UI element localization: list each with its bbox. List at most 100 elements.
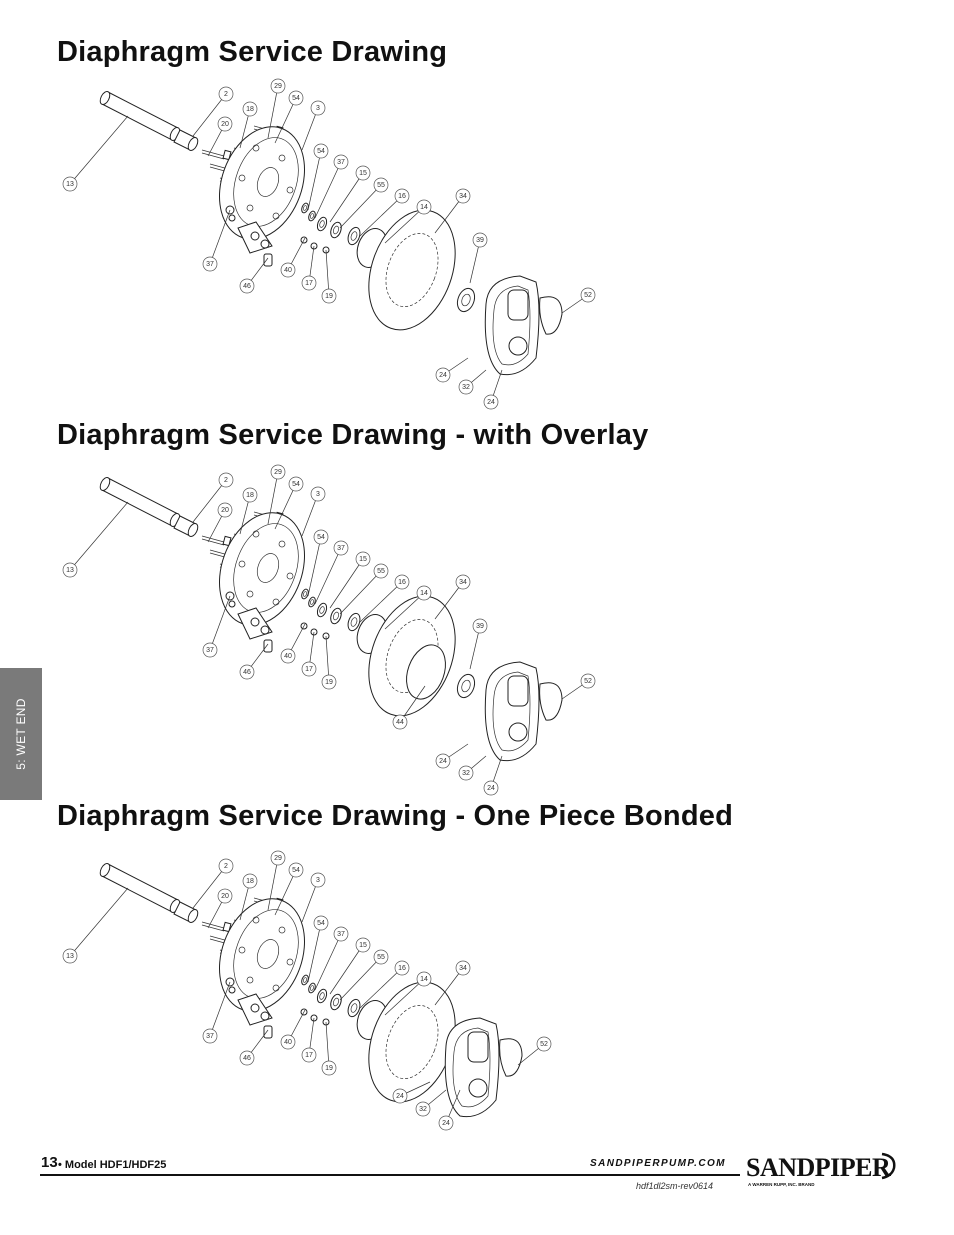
callout-label: 34 [459, 965, 467, 972]
callout-37: 37 [314, 154, 349, 219]
callout-19: 19 [321, 635, 337, 690]
callout-55: 55 [339, 177, 389, 229]
callout-label: 24 [487, 399, 495, 406]
callout-54: 54 [274, 476, 304, 530]
callout-37: 37 [314, 926, 349, 991]
callout-label: 15 [359, 170, 367, 177]
callout-label: 3 [316, 877, 320, 884]
line-art [99, 863, 523, 1118]
revision-code: hdf1dl2sm-rev0614 [636, 1181, 714, 1191]
website-link[interactable]: SANDPIPERPUMP.COM [590, 1158, 726, 1169]
callout-52: 52 [561, 673, 596, 700]
callout-label: 19 [325, 1065, 333, 1072]
callout-13: 13 [62, 501, 129, 578]
callout-40: 40 [280, 1009, 306, 1050]
callout-24: 24 [483, 369, 503, 410]
callout-label: 17 [305, 666, 313, 673]
callout-label: 54 [317, 534, 325, 541]
callout-label: 52 [540, 1041, 548, 1048]
line-art [99, 477, 563, 762]
callout-label: 20 [221, 121, 229, 128]
callout-label: 24 [439, 758, 447, 765]
callout-15: 15 [329, 551, 371, 609]
callout-16: 16 [359, 574, 410, 623]
callout-40: 40 [280, 237, 306, 278]
callout-3: 3 [301, 872, 326, 923]
callout-20: 20 [207, 116, 233, 157]
callout-label: 37 [206, 647, 214, 654]
callout-label: 20 [221, 893, 229, 900]
callout-label: 39 [476, 237, 484, 244]
callout-label: 16 [398, 965, 406, 972]
callout-32: 32 [458, 369, 487, 395]
callout-label: 2 [224, 91, 228, 98]
callout-54: 54 [274, 862, 304, 916]
chapter-tab[interactable]: 5: WET END [0, 668, 42, 800]
callout-label: 37 [337, 545, 345, 552]
callout-18: 18 [239, 873, 258, 921]
callout-label: 46 [243, 283, 251, 290]
outer-plate [456, 287, 476, 313]
callout-14: 14 [384, 199, 432, 244]
callout-46: 46 [239, 1029, 269, 1066]
callout-label: 44 [396, 719, 404, 726]
callout-label: 3 [316, 105, 320, 112]
callout-32: 32 [458, 755, 487, 781]
diaphragm [368, 209, 456, 331]
callout-55: 55 [339, 949, 389, 1001]
callout-label: 40 [284, 267, 292, 274]
callout-3: 3 [301, 100, 326, 151]
callout-label: 20 [221, 507, 229, 514]
callout-34: 34 [434, 188, 471, 234]
exploded-view-one-piece: 2295431820543715551614341352374017194624… [62, 850, 552, 1131]
callout-label: 17 [305, 280, 313, 287]
callout-54: 54 [307, 529, 329, 597]
callout-16: 16 [359, 960, 410, 1009]
callout-20: 20 [207, 502, 233, 543]
callout-label: 13 [66, 953, 74, 960]
callout-39: 39 [469, 618, 488, 670]
callout-14: 14 [384, 585, 432, 630]
callout-label: 18 [246, 492, 254, 499]
section-title-one-piece: Diaphragm Service Drawing - One Piece Bo… [57, 800, 733, 832]
callout-label: 18 [246, 878, 254, 885]
callout-16: 16 [359, 188, 410, 237]
callout-17: 17 [301, 245, 317, 291]
callout-14: 14 [384, 971, 432, 1016]
callout-label: 14 [420, 204, 428, 211]
gasket [499, 1038, 523, 1077]
callout-15: 15 [329, 165, 371, 223]
callout-label: 32 [462, 384, 470, 391]
callout-39: 39 [469, 232, 488, 284]
callout-19: 19 [321, 249, 337, 304]
callout-17: 17 [301, 631, 317, 677]
outer-plate [456, 673, 476, 699]
callout-34: 34 [434, 960, 471, 1006]
callout-18: 18 [239, 101, 258, 149]
callout-37: 37 [202, 595, 231, 658]
callout-label: 24 [396, 1093, 404, 1100]
callout-label: 55 [377, 954, 385, 961]
footer-rule [40, 1174, 740, 1176]
callout-label: 17 [305, 1052, 313, 1059]
callout-label: 32 [462, 770, 470, 777]
section-title-overlay: Diaphragm Service Drawing - with Overlay [57, 419, 649, 451]
callout-label: 14 [420, 976, 428, 983]
callout-2: 2 [192, 858, 234, 909]
callout-24: 24 [392, 1081, 431, 1104]
exploded-view-overlay: 2295431820543715551614341339523740171946… [62, 464, 596, 796]
logo-tagline: A WARREN RUPP, INC. BRAND [748, 1182, 815, 1187]
callout-13: 13 [62, 887, 129, 964]
callout-label: 54 [317, 148, 325, 155]
callout-29: 29 [267, 464, 286, 525]
callout-label: 34 [459, 193, 467, 200]
callout-32: 32 [415, 1089, 447, 1117]
callout-label: 14 [420, 590, 428, 597]
sandpiper-logo: SANDPIPER A WARREN RUPP, INC. BRAND [744, 1146, 900, 1196]
model-name: • Model HDF1/HDF25 [58, 1159, 167, 1171]
callout-24: 24 [438, 1089, 461, 1131]
callout-label: 29 [274, 469, 282, 476]
